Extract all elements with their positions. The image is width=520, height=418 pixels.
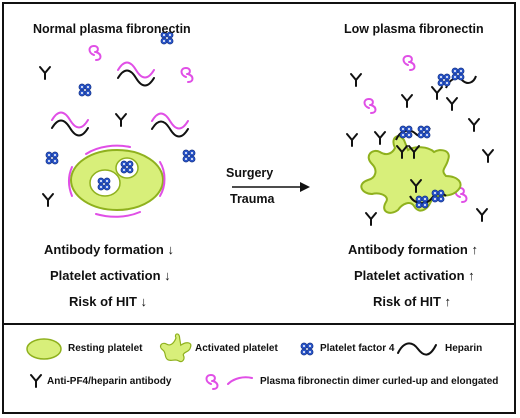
heparin-icon [151,120,189,138]
platelet-bound-complexes [374,125,447,209]
outcome-label: Platelet activation [50,268,161,283]
left-outcome-antibody: Antibody formation ↓ [44,242,174,257]
outcome-label: Antibody formation [44,242,164,257]
legend-heparin-icon [397,342,437,356]
antibody-icon [476,208,488,222]
fibronectin-curled-icon [402,55,416,71]
right-outcome-platelet: Platelet activation ↑ [354,268,475,283]
legend-fibronectin-elongated-icon [227,376,253,385]
antibody-icon [365,212,377,226]
antibody-icon [482,149,494,163]
right-outcome-hit: Risk of HIT ↑ [373,294,451,309]
resting-platelet [68,144,166,218]
legend-antibody-icon [30,374,42,388]
antibody-icon [350,73,362,87]
legend-activated-platelet-label: Activated platelet [195,343,278,354]
figure-frame [2,2,516,414]
legend-antibody-label: Anti-PF4/heparin antibody [47,376,172,387]
up-arrow-icon: ↑ [471,242,479,257]
transition-bottom-label: Trauma [230,192,275,206]
legend-icons [26,333,437,390]
pf4-heparin-complex [437,67,477,111]
antibody-icon [346,133,358,147]
fibronectin-curled-icon [88,45,102,61]
antibody-icon [115,113,127,127]
outcome-label: Platelet activation [354,268,465,283]
legend-pf4-icon [300,342,314,356]
fibronectin-curled-icon [180,67,194,83]
left-outcome-hit: Risk of HIT ↓ [69,294,147,309]
antibody-icon [468,118,480,132]
outcome-label: Risk of HIT [69,294,137,309]
legend-activated-platelet-icon [159,333,192,363]
left-panel-art [39,31,196,218]
right-panel-art [346,55,494,226]
heparin-icon [117,69,155,87]
down-arrow-icon: ↓ [167,242,175,257]
down-arrow-icon: ↓ [164,268,171,283]
right-panel-title: Low plasma fibronectin [344,22,484,36]
fibronectin-elongated-icon [51,111,89,129]
legend-resting-platelet-label: Resting platelet [68,343,143,354]
antibody-icon [39,66,51,80]
up-arrow-icon: ↑ [468,268,475,283]
transition-top-label: Surgery [226,166,274,180]
right-outcome-antibody: Antibody formation ↑ [348,242,478,257]
pf4-icon [45,151,59,165]
legend-pf4-label: Platelet factor 4 [320,343,395,354]
pf4-icon [78,83,92,97]
outcome-label: Risk of HIT [373,294,441,309]
antibody-icon [431,86,443,100]
legend-fibronectin-curled-icon [205,374,219,390]
legend-fibronectin-label: Plasma fibronectin dimer curled-up and e… [260,376,499,387]
outcome-label: Antibody formation [348,242,468,257]
fibronectin-curled-icon [363,98,377,114]
left-panel-title: Normal plasma fibronectin [33,22,191,36]
transition-arrow [232,182,310,192]
fibronectin-elongated-icon [117,61,155,79]
legend-resting-platelet-icon [26,338,62,360]
up-arrow-icon: ↑ [444,294,452,309]
fibronectin-elongated-icon [151,112,189,130]
heparin-icon [51,119,89,137]
legend-divider [2,323,516,325]
down-arrow-icon: ↓ [140,294,148,309]
left-outcome-platelet: Platelet activation ↓ [50,268,171,283]
antibody-icon [42,193,54,207]
legend-heparin-label: Heparin [445,343,483,354]
antibody-icon [401,94,413,108]
pf4-icon [182,149,196,163]
